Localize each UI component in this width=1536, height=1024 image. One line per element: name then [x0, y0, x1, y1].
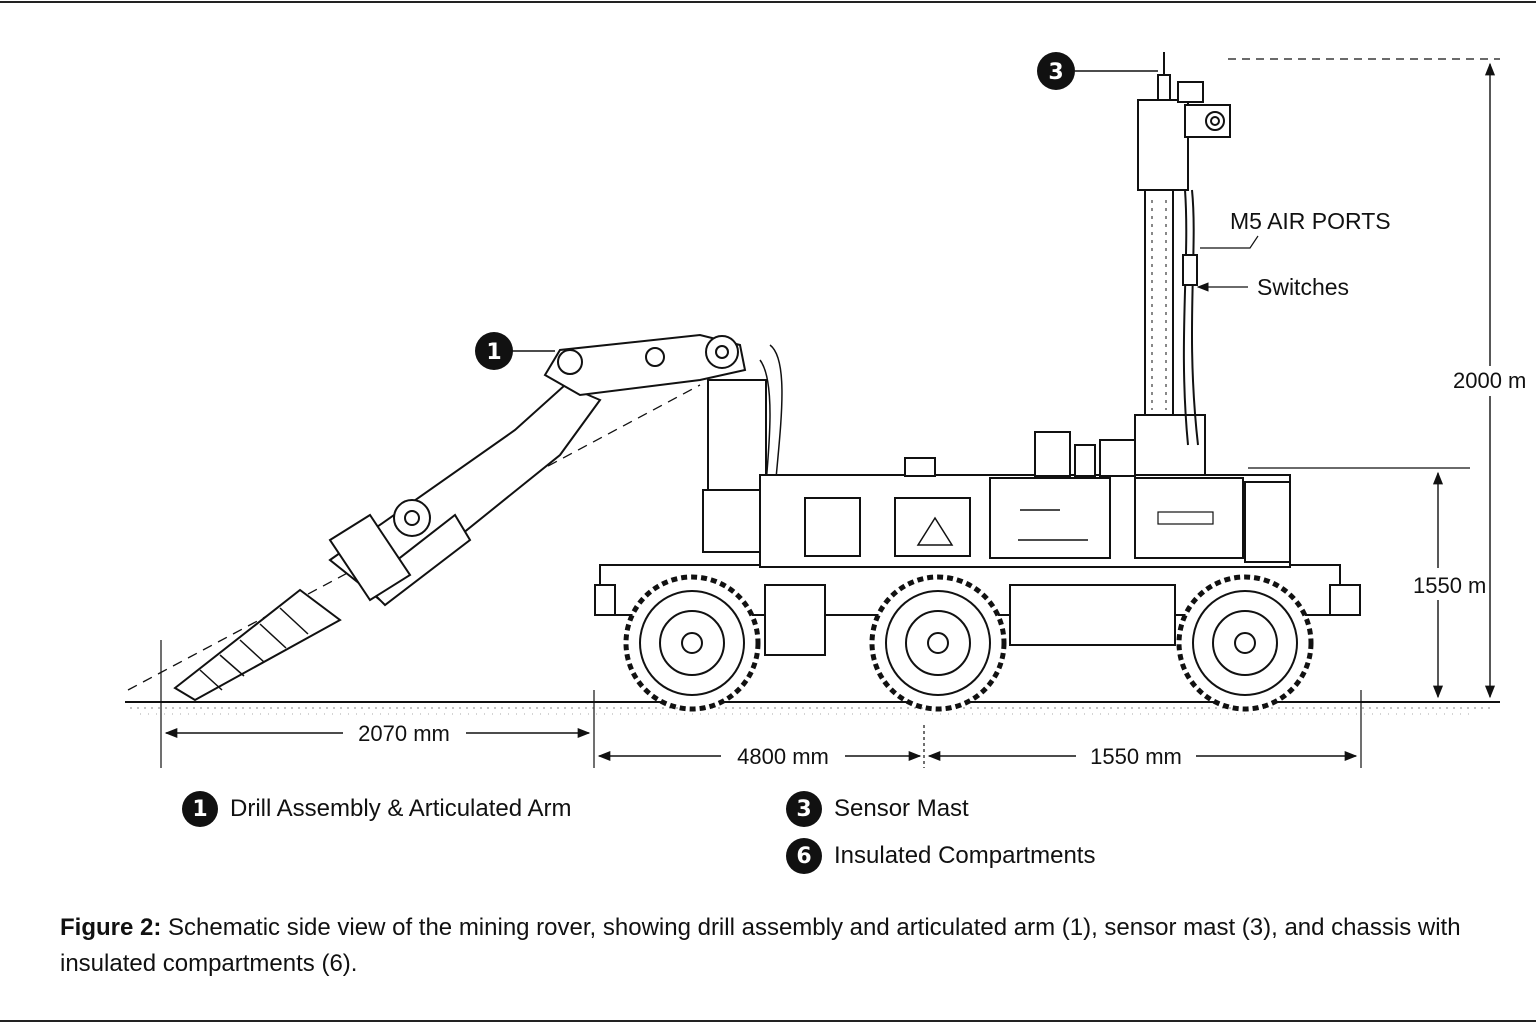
callout-arm: 1	[475, 332, 555, 370]
ground-line	[125, 701, 1500, 715]
compartment-panel-a	[804, 497, 861, 557]
compartment-panel-b	[894, 497, 971, 557]
svg-text:1: 1	[486, 340, 501, 365]
switches-callout: Switches	[1196, 274, 1349, 300]
wheel-rear	[1176, 574, 1314, 712]
caption-text: Schematic side view of the mining rover,…	[60, 914, 1461, 977]
svg-text:1550 mm: 1550 mm	[1090, 744, 1182, 769]
drill-assembly	[127, 333, 783, 702]
callout-mast: 3	[1037, 52, 1158, 90]
sensor-mast	[1134, 52, 1231, 476]
legend-badge: 1	[182, 791, 218, 827]
svg-text:1550 m: 1550 m	[1413, 573, 1486, 598]
wheel-middle	[869, 574, 1007, 712]
length-dimension-wheelbase: 4800 mm	[593, 690, 922, 769]
legend-badge: 3	[786, 791, 822, 827]
figure-caption: Figure 2: Schematic side view of the min…	[60, 910, 1480, 982]
bottom-rule	[0, 1020, 1536, 1022]
height-dimension-total: 2000 m	[1228, 58, 1526, 699]
legend-label: Insulated Compartments	[834, 842, 1096, 869]
height-dimension-body: 1550 m	[1248, 467, 1486, 699]
legend-label: Sensor Mast	[834, 795, 969, 822]
warning-triangle-icon	[916, 516, 954, 546]
svg-text:2000 m: 2000 m	[1453, 368, 1526, 393]
legend-item-sensor-mast: 3 Sensor Mast	[786, 791, 969, 827]
length-dimension-drill: 2070 mm	[160, 640, 591, 768]
wheel-front	[623, 574, 761, 712]
svg-text:Switches: Switches	[1257, 274, 1349, 300]
legend-item-drill-arm: 1 Drill Assembly & Articulated Arm	[182, 791, 571, 827]
svg-text:3: 3	[1048, 60, 1063, 85]
air-ports-callout: M5 AIR PORTS	[1200, 208, 1391, 249]
legend-item-insulated-compartments: 6 Insulated Compartments	[786, 838, 1095, 874]
svg-text:2070 mm: 2070 mm	[358, 721, 450, 746]
svg-text:4800 mm: 4800 mm	[737, 744, 829, 769]
compartment-panel-c	[989, 477, 1111, 559]
svg-text:M5 AIR PORTS: M5 AIR PORTS	[1230, 208, 1391, 234]
legend-badge: 6	[786, 838, 822, 874]
top-rule	[0, 1, 1536, 3]
length-dimension-rear: 1550 mm	[923, 690, 1362, 769]
rover-wheels	[623, 574, 1314, 712]
caption-lead: Figure 2:	[60, 914, 162, 941]
legend-label: Drill Assembly & Articulated Arm	[230, 795, 572, 822]
